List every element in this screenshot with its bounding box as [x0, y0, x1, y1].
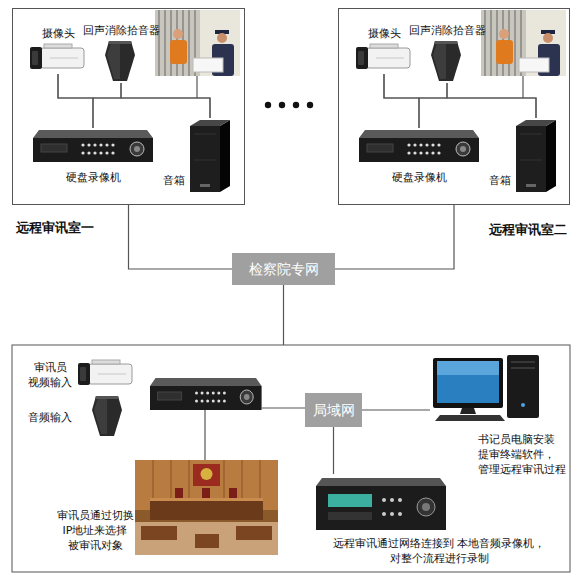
- connector-line: [58, 74, 210, 118]
- device-node: 审讯员 视频输入: [26, 358, 134, 390]
- microphone-icon: [92, 396, 122, 436]
- connector-line: [384, 74, 419, 128]
- connector-line: [335, 205, 454, 269]
- connector-line: [121, 83, 210, 118]
- device-node: 音箱: [514, 118, 558, 194]
- connector-line: [384, 74, 536, 118]
- dvr-icon: [150, 378, 262, 410]
- local-site-frame: [12, 345, 570, 572]
- node-label: 摄像头: [354, 26, 414, 41]
- node-label: 摄像头: [28, 26, 88, 41]
- node-label: 回声消除拾音器: [82, 23, 160, 38]
- device-node: 回声消除拾音器: [408, 23, 486, 83]
- computer-icon: [433, 355, 539, 421]
- device-node: 硬盘录像机: [358, 128, 480, 186]
- node-label: 审讯员通过切换 IP地址来选择 被审讯对象: [55, 508, 135, 553]
- lan-wire: [204, 410, 205, 460]
- device-node: 审讯员通过切换 IP地址来选择 被审讯对象: [55, 458, 280, 558]
- connector-line: [129, 205, 233, 269]
- network-wire: [283, 285, 284, 345]
- node-label: 检察院专网: [232, 260, 335, 278]
- network-box: 局域网: [305, 393, 362, 427]
- node-label: 远程审讯室二: [489, 221, 569, 238]
- device-node: 音箱: [188, 118, 232, 194]
- camera-icon: [78, 360, 132, 385]
- node-label: 音箱: [487, 173, 513, 188]
- node-label: 回声消除拾音器: [408, 23, 486, 38]
- node-label: 音频输入: [28, 410, 80, 425]
- connector-line: [333, 427, 334, 474]
- recorder-icon: [316, 478, 446, 530]
- interrogation-room: 远程审讯室一摄像头回声消除拾音器硬盘录像机音箱: [12, 8, 245, 205]
- connector-line: [362, 409, 430, 410]
- courtroom-photo: [135, 460, 278, 555]
- node-label: 审讯员 视频输入: [26, 360, 74, 390]
- network-box: 检察院专网: [232, 253, 335, 285]
- node-label: 书记员电脑安装 提审终端软件， 管理远程审讯过程: [478, 432, 570, 477]
- device-node: 书记员电脑安装 提审终端软件， 管理远程审讯过程: [430, 350, 568, 490]
- node-label: 音箱: [161, 173, 187, 188]
- connector-line: [58, 74, 93, 128]
- connector-line: [447, 83, 536, 118]
- device-node: 摄像头: [354, 26, 414, 74]
- device-node: 回声消除拾音器: [82, 23, 160, 83]
- device-node: 摄像头: [28, 26, 88, 74]
- device-node: 音频输入: [26, 396, 126, 436]
- device-node: 硬盘录像机: [32, 128, 154, 186]
- node-label: 远程审讯室一: [16, 219, 166, 236]
- lan-wire: [262, 407, 305, 408]
- interrogation-room: 远程审讯室二摄像头回声消除拾音器硬盘录像机音箱: [338, 8, 570, 205]
- node-label: 局域网: [305, 401, 362, 419]
- connector-line: [419, 83, 447, 128]
- device-node: 远程审讯通过网络连接到 本地音频录像机，对整个流程进行录制: [310, 474, 568, 570]
- node-label: 远程审讯通过网络连接到 本地音频录像机，对整个流程进行录制: [310, 536, 568, 566]
- ellipsis-dots: [265, 102, 313, 108]
- node-label: 硬盘录像机: [358, 170, 480, 185]
- connector-line: [93, 83, 121, 128]
- node-label: 硬盘录像机: [32, 170, 154, 185]
